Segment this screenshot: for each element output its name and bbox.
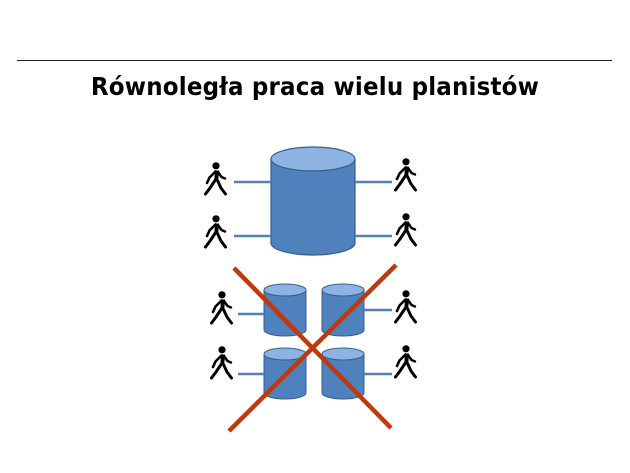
- separate-planners: [210, 288, 417, 380]
- walking-person-icon: [394, 156, 417, 192]
- top-divider-line: [17, 60, 612, 61]
- slide-title: Równoległa praca wielu planistów: [90, 72, 540, 101]
- cross-stroke: [227, 263, 398, 433]
- small-database-cylinder-icon: [263, 289, 307, 337]
- small-database-top: [321, 347, 365, 361]
- walking-person-icon: [394, 288, 417, 324]
- walking-person-icon: [210, 289, 233, 325]
- large-database-top: [270, 146, 356, 172]
- walking-person-icon: [394, 211, 417, 247]
- walking-person-icon: [204, 160, 227, 196]
- small-database-top: [263, 283, 307, 297]
- shared-connectors: [234, 180, 392, 238]
- red-x-cross-icon: [227, 263, 398, 433]
- small-database-cylinder-icon: [321, 289, 365, 337]
- walking-person-icon: [210, 344, 233, 380]
- walking-person-icon: [204, 213, 227, 249]
- large-database-cylinder-icon: [270, 158, 356, 256]
- separate-connectors: [238, 308, 392, 376]
- shared-database-group: [270, 146, 356, 256]
- small-database-top: [321, 283, 365, 297]
- walking-person-icon: [394, 343, 417, 379]
